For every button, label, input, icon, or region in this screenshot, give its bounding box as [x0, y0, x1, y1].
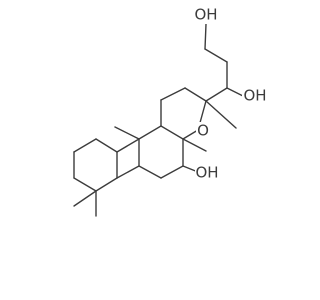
bond	[204, 48, 228, 63]
atom-label: OH	[243, 87, 266, 105]
atom-ring-oxygen: O	[196, 122, 210, 140]
bond	[226, 87, 244, 97]
bond	[138, 165, 162, 179]
bond	[73, 190, 97, 207]
bond	[160, 165, 184, 179]
bond	[160, 87, 186, 101]
bond	[182, 129, 199, 140]
bond	[95, 177, 118, 192]
bond	[205, 87, 228, 102]
bond	[95, 138, 118, 153]
bond	[138, 125, 162, 140]
bond	[73, 177, 97, 192]
atom-label: O	[197, 122, 209, 140]
bond	[160, 125, 184, 140]
atom-oh-side: OH	[242, 87, 268, 105]
bond	[116, 138, 140, 153]
atom-oh-top: OH	[194, 6, 218, 24]
bond	[114, 126, 140, 140]
molecule-structure: OH OH O OH	[73, 6, 268, 217]
atom-label: OH	[195, 164, 218, 182]
bond	[184, 87, 207, 102]
bond	[204, 23, 207, 50]
atom-label: OH	[194, 6, 217, 24]
bond-lines	[73, 23, 244, 217]
atom-oh-bottom: OH	[195, 164, 219, 182]
bond	[182, 138, 207, 152]
bond	[205, 100, 237, 129]
bond	[116, 165, 140, 179]
bond	[73, 138, 97, 153]
